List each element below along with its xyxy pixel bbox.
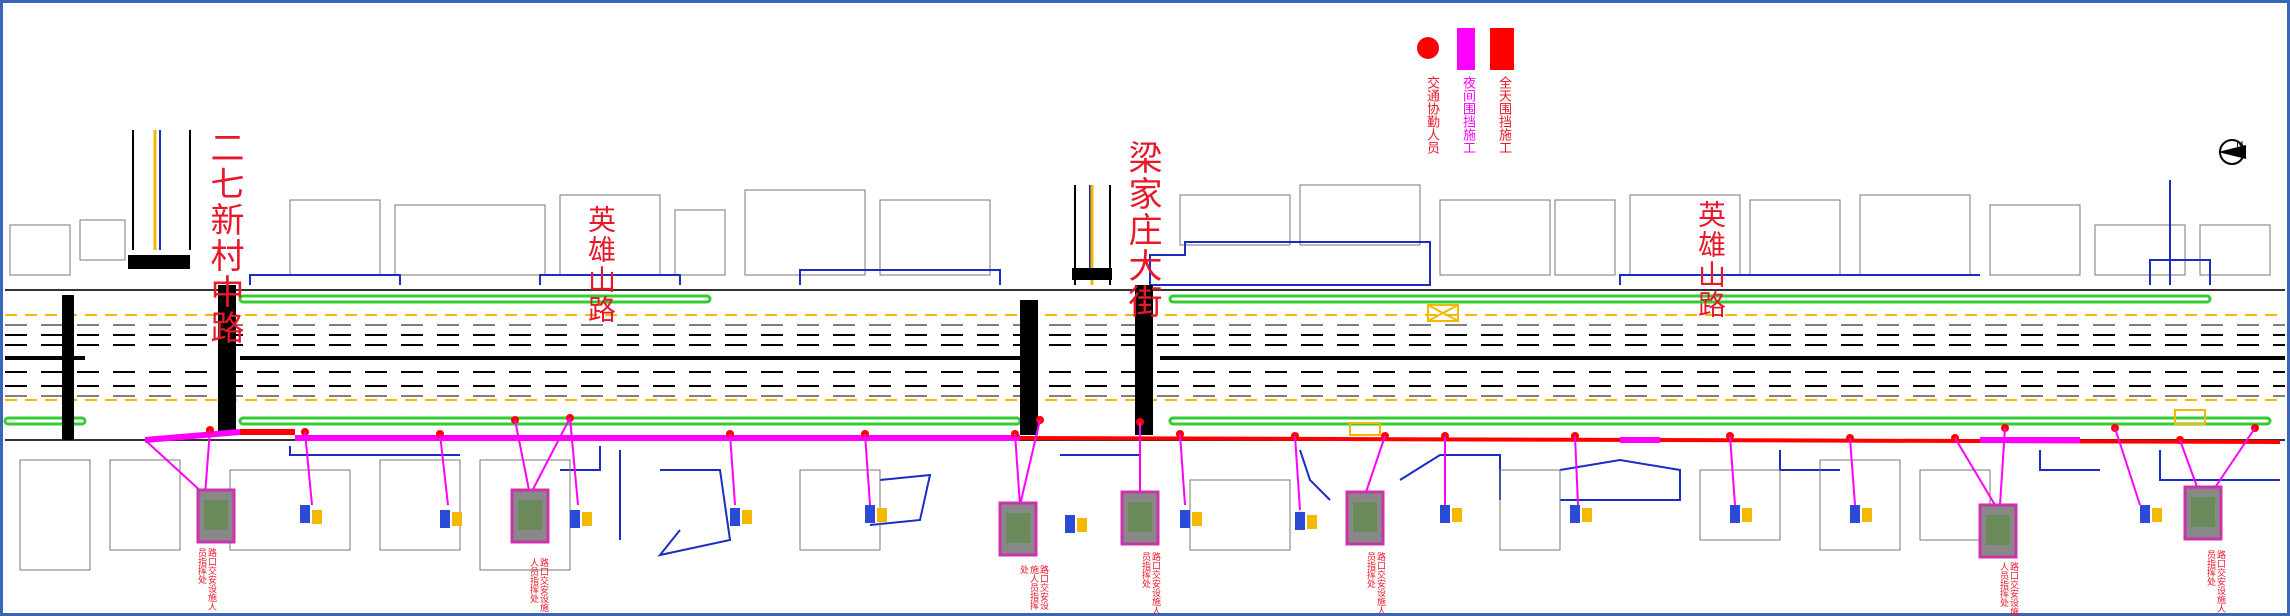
sign-note: 路口交安设施人员指挥处 <box>528 558 548 612</box>
sign-note: 路口交安设施人员指挥处 <box>1018 565 1048 610</box>
leader-lines <box>144 417 2256 511</box>
sign-board <box>510 488 550 544</box>
crosswalks <box>62 255 1153 440</box>
sign-board <box>998 501 1038 557</box>
north-label: N <box>2236 140 2244 151</box>
sign-note: 路口交安设施人员指挥处 <box>2205 550 2225 613</box>
legend-night-closure-swatch <box>1457 28 1475 70</box>
legend-staff-swatch <box>1417 37 1439 59</box>
sign-board <box>1978 503 2018 559</box>
cross-street-erqi <box>132 130 191 250</box>
sign-boards <box>196 485 2223 559</box>
legend-symbols <box>1417 28 1514 70</box>
property-lines-north <box>249 180 2211 286</box>
legend-full-closure-swatch <box>1490 28 1514 70</box>
sign-note: 路口交安设施人员指挥处 <box>1365 552 1385 615</box>
closure-boxes <box>1349 304 2206 436</box>
sign-note: 路口交安设施人员指挥处 <box>1140 552 1160 615</box>
sign-note: 路口交安设施人员指挥处 <box>196 548 216 611</box>
road-name-liangjia: 梁家庄大街 <box>1122 140 1162 320</box>
sign-board <box>196 488 236 544</box>
north-arrow-icon <box>2218 139 2246 165</box>
sign-board <box>1120 490 1160 546</box>
traffic-cone-icons <box>300 505 2162 533</box>
road-name-yingxiong-east: 英雄山路 <box>1694 200 1727 320</box>
sign-board <box>2183 485 2223 541</box>
legend-night-closure: 夜间围挡施工 <box>1460 76 1475 154</box>
road-name-yingxiong-west: 英雄山路 <box>584 205 617 325</box>
legend-full-closure: 全天围挡施工 <box>1496 76 1511 154</box>
sign-note: 路口交安设施人员指挥处 <box>1998 562 2018 616</box>
closure-lines <box>144 429 2281 444</box>
road-name-erqi: 二七新村中路 <box>204 130 244 346</box>
legend-guide-staff: 交通协勤人员 <box>1424 76 1439 154</box>
sign-board <box>1345 490 1385 546</box>
